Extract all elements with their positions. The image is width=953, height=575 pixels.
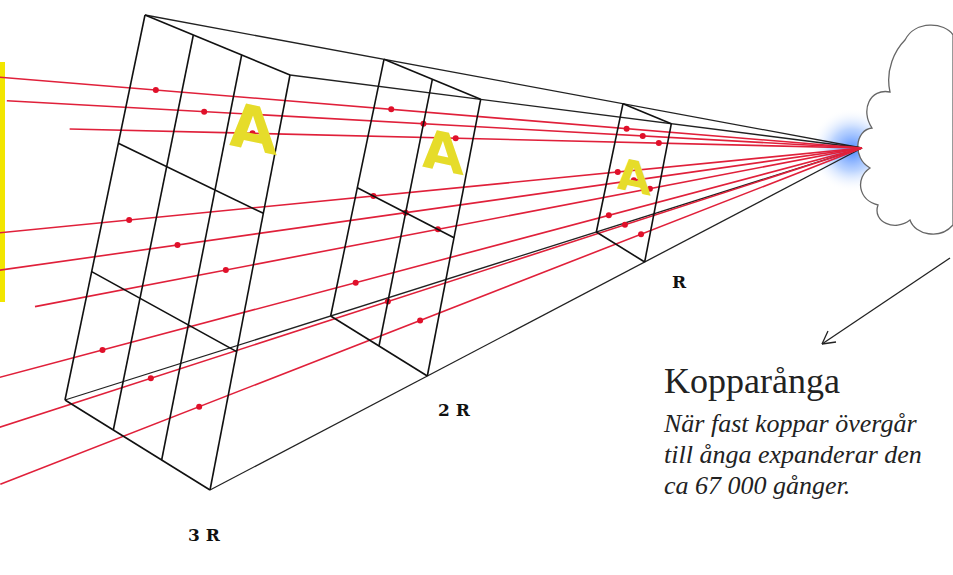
grid-line — [357, 188, 454, 238]
ray-dot — [624, 126, 630, 132]
area-letter: A — [229, 87, 277, 170]
ray-dot — [126, 217, 132, 223]
yellow-bar — [0, 62, 5, 302]
ray-dot — [223, 267, 229, 273]
ray-dot — [175, 242, 181, 248]
ray-dot — [196, 404, 202, 410]
ray-dot — [640, 133, 646, 139]
ray-dot — [201, 109, 207, 115]
grid-line — [210, 75, 290, 490]
distance-label: 3 R — [188, 525, 220, 545]
light-ray — [70, 129, 862, 148]
ray-dot — [388, 106, 394, 112]
light-ray — [0, 148, 862, 447]
ray-dot — [417, 317, 423, 323]
copper-vapour-cloud — [858, 25, 953, 234]
distance-label: 2 R — [438, 400, 470, 420]
grid-line — [65, 15, 145, 400]
leader-line — [822, 258, 950, 344]
note-text: När fast koppar övergår till ånga expand… — [664, 408, 949, 502]
leader-arrowhead — [822, 331, 836, 344]
area-letter: A — [422, 117, 464, 189]
ray-dot — [153, 87, 159, 93]
ray-dot — [353, 280, 359, 286]
grid-line — [65, 400, 210, 490]
grid-line — [331, 316, 428, 376]
grid-line — [145, 15, 290, 75]
pyramid-edge — [210, 148, 862, 490]
ray-dot — [638, 231, 644, 237]
ray-dot — [622, 222, 628, 228]
ray-dot — [606, 212, 612, 218]
ray-dot — [100, 347, 106, 353]
grid-line — [113, 35, 193, 430]
grid-line — [92, 272, 237, 352]
distance-label: R — [672, 272, 686, 292]
grid-line — [331, 59, 384, 316]
ray-dot — [148, 375, 154, 381]
grid-line — [596, 232, 644, 262]
ray-dot — [656, 140, 662, 146]
area-letter: A — [617, 148, 651, 206]
light-ray — [0, 148, 862, 411]
grid-line — [623, 104, 671, 124]
heading-text: Kopparånga — [664, 360, 840, 402]
